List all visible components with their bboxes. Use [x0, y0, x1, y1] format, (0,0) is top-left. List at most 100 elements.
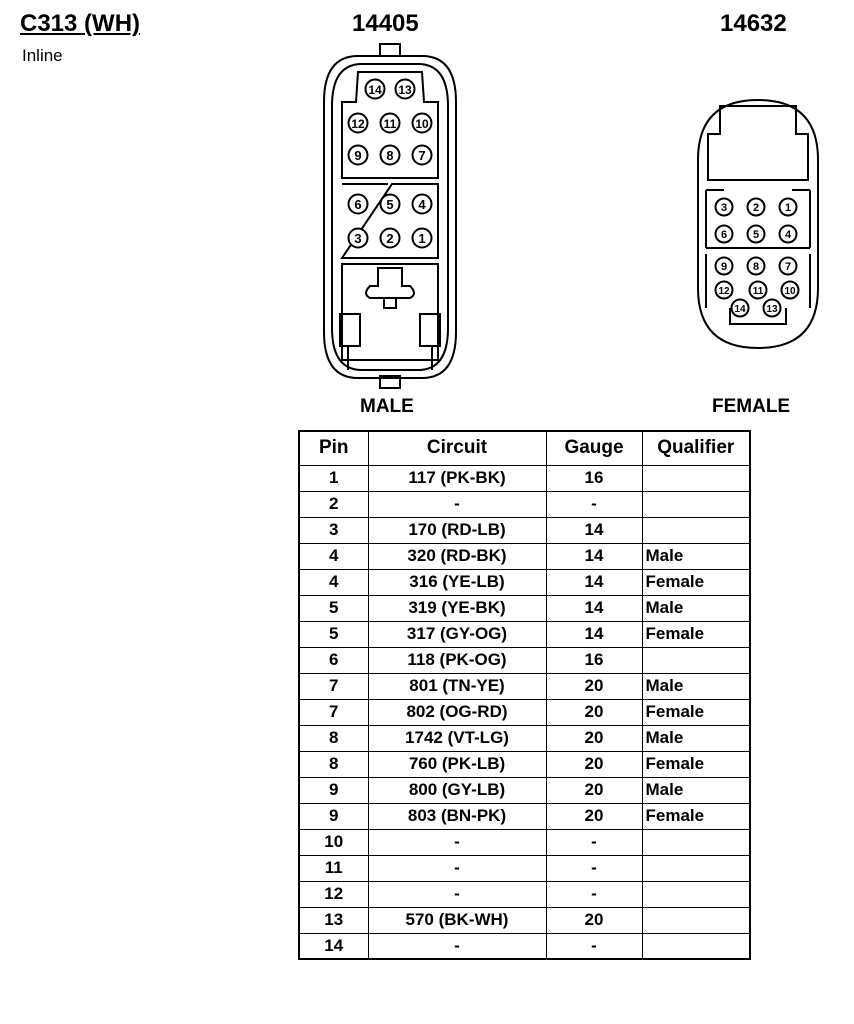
svg-text:4: 4 — [785, 229, 792, 241]
cell-pin: 10 — [298, 828, 369, 856]
cell-circuit: 1742 (VT-LG) — [367, 724, 547, 752]
male-connector-diagram: 14 13 12 11 10 9 8 7 6 5 4 3 2 1 — [323, 43, 457, 389]
female-pin: 14 — [730, 298, 750, 318]
cell-circuit: 760 (PK-LB) — [367, 750, 547, 778]
cell-qualifier: Male — [641, 672, 751, 700]
svg-text:1: 1 — [418, 231, 425, 246]
cell-pin: 9 — [298, 776, 369, 804]
cell-pin: 5 — [298, 594, 369, 622]
cell-qualifier: Female — [641, 568, 751, 596]
svg-text:12: 12 — [351, 117, 365, 131]
cell-circuit: 801 (TN-YE) — [367, 672, 547, 700]
svg-text:4: 4 — [418, 197, 426, 212]
cell-qualifier: Female — [641, 698, 751, 726]
svg-text:12: 12 — [718, 286, 730, 297]
female-pin: 5 — [746, 224, 766, 244]
svg-text:3: 3 — [354, 231, 361, 246]
svg-text:5: 5 — [753, 229, 759, 241]
female-pin: 11 — [748, 280, 768, 300]
cell-circuit: - — [367, 932, 547, 960]
male-pin: 11 — [379, 112, 401, 134]
cell-circuit: 570 (BK-WH) — [367, 906, 547, 934]
cell-gauge: 20 — [545, 698, 643, 726]
female-pin: 3 — [714, 197, 734, 217]
female-pin-group: 1 2 3 4 5 6 7 8 9 10 11 12 13 14 — [714, 197, 800, 318]
table-row: 11-- — [298, 854, 751, 882]
table-row: 14-- — [298, 932, 751, 960]
cell-qualifier — [641, 516, 751, 544]
cell-gauge: - — [545, 828, 643, 856]
male-pin: 3 — [347, 227, 369, 249]
svg-text:6: 6 — [721, 229, 727, 241]
male-pin-group: 14 13 12 11 10 9 8 7 6 5 4 3 2 1 — [347, 78, 433, 249]
cell-circuit: 319 (YE-BK) — [367, 594, 547, 622]
female-pin: 7 — [778, 256, 798, 276]
svg-text:5: 5 — [386, 197, 393, 212]
male-pin: 13 — [394, 78, 416, 100]
svg-text:7: 7 — [418, 148, 425, 163]
female-pin: 1 — [778, 197, 798, 217]
cell-gauge: 20 — [545, 750, 643, 778]
cell-circuit: 317 (GY-OG) — [367, 620, 547, 648]
cell-gauge: - — [545, 932, 643, 960]
header-circuit: Circuit — [367, 430, 547, 466]
cell-gauge: - — [545, 490, 643, 518]
female-pin: 8 — [746, 256, 766, 276]
male-pin: 12 — [347, 112, 369, 134]
cell-circuit: 800 (GY-LB) — [367, 776, 547, 804]
cell-qualifier: Male — [641, 776, 751, 804]
cell-gauge: 14 — [545, 568, 643, 596]
female-pin: 10 — [780, 280, 800, 300]
cell-circuit: 117 (PK-BK) — [367, 464, 547, 492]
male-pin: 14 — [364, 78, 386, 100]
header-gauge: Gauge — [545, 430, 643, 466]
table-row: 2-- — [298, 490, 751, 518]
cell-gauge: 14 — [545, 542, 643, 570]
cell-gauge: 20 — [545, 724, 643, 752]
cell-qualifier: Female — [641, 802, 751, 830]
cell-pin: 11 — [298, 854, 369, 882]
cell-qualifier — [641, 906, 751, 934]
cell-circuit: 803 (BN-PK) — [367, 802, 547, 830]
header-qualifier: Qualifier — [641, 430, 751, 466]
female-pin: 2 — [746, 197, 766, 217]
cell-qualifier: Male — [641, 724, 751, 752]
cell-circuit: - — [367, 490, 547, 518]
cell-circuit: - — [367, 854, 547, 882]
svg-text:9: 9 — [354, 148, 361, 163]
connector-subtitle: Inline — [22, 46, 63, 65]
cell-pin: 14 — [298, 932, 369, 960]
cell-gauge: 20 — [545, 802, 643, 830]
table-row: 12-- — [298, 880, 751, 908]
cell-gauge: - — [545, 880, 643, 908]
svg-text:2: 2 — [386, 231, 393, 246]
cell-pin: 2 — [298, 490, 369, 518]
cell-pin: 7 — [298, 698, 369, 726]
svg-text:2: 2 — [753, 202, 759, 214]
female-pin: 6 — [714, 224, 734, 244]
cell-gauge: 14 — [545, 516, 643, 544]
header-pin: Pin — [298, 430, 369, 466]
cell-qualifier — [641, 880, 751, 908]
cell-qualifier — [641, 464, 751, 492]
svg-text:11: 11 — [384, 117, 397, 131]
cell-qualifier: Male — [641, 594, 751, 622]
cell-qualifier: Male — [641, 542, 751, 570]
cell-gauge: - — [545, 854, 643, 882]
svg-text:7: 7 — [785, 261, 791, 273]
cell-gauge: 20 — [545, 906, 643, 934]
cell-circuit: 320 (RD-BK) — [367, 542, 547, 570]
male-pin: 7 — [411, 144, 433, 166]
cell-pin: 4 — [298, 568, 369, 596]
cell-gauge: 16 — [545, 464, 643, 492]
cell-pin: 8 — [298, 724, 369, 752]
